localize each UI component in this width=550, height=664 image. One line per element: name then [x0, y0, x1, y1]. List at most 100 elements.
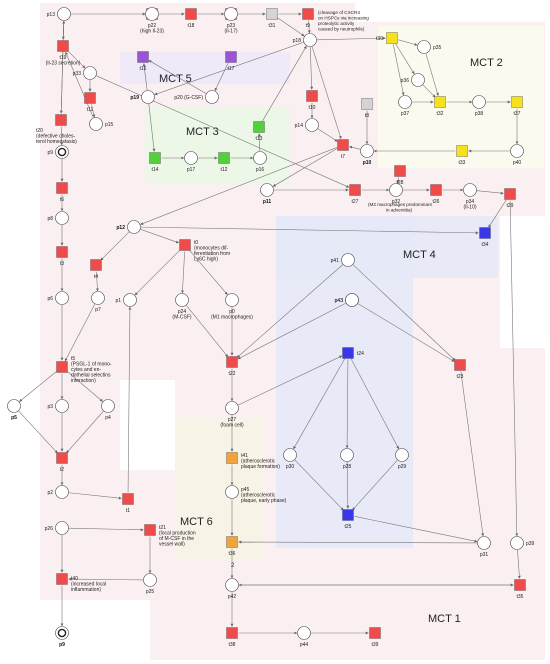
transition-t4[interactable]: t4 — [90, 259, 102, 281]
place-p8[interactable]: p8 — [47, 211, 69, 225]
place-p14[interactable]: p14 — [295, 118, 319, 132]
place-p16[interactable]: p16 — [253, 151, 267, 174]
transition-t13[interactable]: t13 — [253, 121, 265, 143]
transition-label: t26 — [433, 199, 440, 205]
transition-t36[interactable]: t36 — [226, 536, 238, 558]
transition-t20[interactable]: t20(defective choles-terol homeostasis) — [36, 114, 77, 146]
place-p9a[interactable]: p9 — [47, 145, 69, 159]
place-p24[interactable]: p24(M-CSF) — [172, 293, 192, 321]
place-p38[interactable]: p38 — [472, 95, 486, 118]
place-p4[interactable]: p4 — [101, 399, 115, 422]
place-p27[interactable]: p27(foam cell) — [220, 401, 244, 429]
place-p43[interactable]: p43 — [335, 293, 359, 307]
place-p0[interactable]: p0(M1 macrophages) — [211, 293, 253, 321]
place-circle — [101, 399, 115, 413]
place-p42[interactable]: p42 — [225, 578, 239, 601]
transition-label-line: of M-CSF in the — [159, 536, 194, 542]
place-p31[interactable]: p31 — [477, 536, 491, 559]
place-p2[interactable]: p2 — [47, 485, 69, 499]
transition-t8[interactable]: t8 — [361, 98, 373, 120]
place-p6[interactable]: p6 — [47, 291, 69, 305]
place-p32[interactable]: p32 — [389, 183, 403, 206]
place-p41[interactable]: p41 — [331, 253, 355, 267]
transition-box — [137, 51, 149, 63]
transition-t18[interactable]: t18 — [185, 8, 197, 30]
transition-t32[interactable]: t32 — [434, 96, 446, 118]
place-p35[interactable]: p35 — [417, 40, 442, 54]
transition-t14[interactable]: t14 — [149, 152, 161, 174]
place-p19[interactable]: p19 — [130, 90, 155, 104]
place-circle — [57, 7, 71, 21]
transition-t29[interactable]: t29 — [504, 188, 516, 210]
transition-t3[interactable]: t3 — [56, 246, 68, 268]
transition-t5[interactable]: t5(PSGL-1 of mono-cytes and en-dothelial… — [56, 356, 112, 384]
transition-t1[interactable]: t1 — [122, 493, 134, 515]
transition-t38[interactable]: t38 — [226, 627, 238, 649]
transition-t9[interactable] — [302, 8, 314, 20]
place-p15[interactable]: p15 — [89, 117, 114, 131]
transition-t37[interactable]: t37 — [511, 96, 523, 118]
place-p34[interactable]: p34(Il-10) — [463, 183, 477, 211]
place-p25[interactable]: p25 — [143, 573, 157, 596]
place-p18[interactable]: p18 — [293, 33, 317, 47]
transition-t11[interactable]: t11 — [84, 92, 96, 114]
place-p30[interactable]: p30 — [283, 448, 297, 471]
place-p40[interactable]: p40 — [510, 144, 524, 167]
place-p11[interactable]: p11 — [260, 183, 274, 206]
transition-t28[interactable]: t28 — [394, 165, 406, 187]
transition-label-line: ferentiation from — [194, 251, 230, 257]
place-p22[interactable] — [145, 7, 159, 21]
place-p12[interactable]: p12 — [116, 220, 141, 234]
place-p33[interactable]: p33 — [73, 66, 97, 80]
place-circle — [91, 291, 105, 305]
place-p39[interactable]: p39 — [510, 536, 535, 550]
place-p23[interactable] — [224, 7, 238, 21]
transition-t31[interactable]: t31 — [266, 8, 278, 30]
transition-t33[interactable]: t33 — [456, 145, 468, 167]
place-p20[interactable]: p20 (G-CSF) — [174, 90, 219, 104]
transition-label: t24 — [357, 351, 364, 357]
transition-t35[interactable]: t35 — [514, 579, 526, 601]
place-circle — [141, 90, 155, 104]
transition-t39[interactable]: t39 — [369, 627, 381, 649]
transition-t10[interactable]: t10 — [306, 90, 318, 112]
place-p29[interactable]: p29 — [395, 448, 409, 471]
transition-t12[interactable]: t12 — [218, 152, 230, 174]
transition-t34[interactable]: t34 — [479, 227, 491, 249]
place-p7[interactable]: p7 — [91, 291, 105, 314]
place-p9b[interactable]: p9 — [55, 626, 69, 649]
transition-t16[interactable]: t16 — [137, 51, 149, 73]
place-p17[interactable]: p17 — [184, 151, 198, 174]
place-p3[interactable]: p3 — [47, 399, 69, 413]
place-p37[interactable]: p37 — [398, 95, 412, 118]
transition-t17[interactable]: t17 — [225, 51, 237, 73]
transition-t19[interactable]: t19(Il-23 secretion) — [46, 40, 81, 67]
place-p36[interactable]: p36 — [401, 73, 425, 87]
place-p10[interactable]: p10 — [360, 144, 374, 167]
transition-t23b[interactable]: t23 — [454, 359, 466, 381]
transition-t26[interactable]: t26 — [430, 184, 442, 206]
place-p5[interactable]: p5 — [7, 399, 21, 422]
transition-t7[interactable]: t7 — [337, 139, 349, 161]
place-p44[interactable]: p44 — [297, 626, 311, 649]
arc-p43b-t23b — [357, 303, 455, 362]
transition-t2[interactable]: t2 — [56, 452, 68, 474]
transition-t22b[interactable]: t22 — [226, 356, 238, 378]
m2-note-line1: (M2 macrophages predominant — [368, 202, 433, 207]
transition-t25[interactable]: t25 — [342, 509, 354, 531]
transition-label-line: t26 — [433, 199, 440, 205]
place-p28[interactable]: p28 — [340, 448, 354, 471]
place-p1[interactable]: p1 — [115, 293, 137, 307]
transition-t24[interactable]: t24 — [342, 347, 365, 359]
transition-t6[interactable]: t6 — [56, 182, 68, 204]
place-circle — [55, 521, 69, 535]
transition-t27[interactable]: t27 — [349, 184, 361, 206]
place-p26[interactable]: p26 — [45, 521, 69, 535]
transition-t30[interactable]: t30 — [376, 32, 398, 44]
place-p13[interactable]: p13 — [47, 7, 71, 21]
